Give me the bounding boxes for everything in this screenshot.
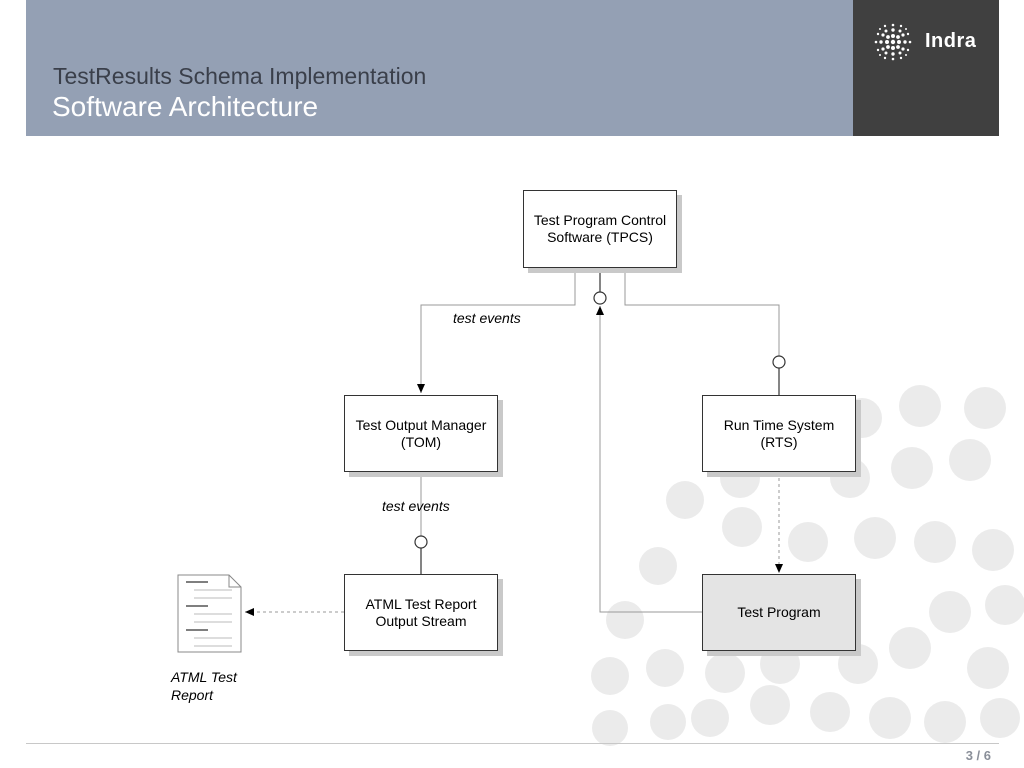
tpcs-interface-icon [593, 291, 607, 305]
connector-tpcs-to-rts [624, 268, 780, 356]
rts-interface-icon [772, 355, 786, 369]
slide-header: TestResults Schema Implementation Softwa… [26, 0, 853, 136]
node-tom: Test Output Manager (TOM) [344, 395, 498, 472]
edge-label-tpcs-tom: test events [453, 310, 521, 326]
logo-text: Indra [925, 30, 977, 52]
footer-divider [26, 743, 999, 744]
page-number: 3 / 6 [965, 748, 991, 763]
node-test-program: Test Program [702, 574, 856, 651]
connector-tpcs-to-tom [417, 268, 576, 393]
slide-title: Software Architecture [52, 91, 319, 122]
node-atml-stream: ATML Test Report Output Stream [344, 574, 498, 651]
connector-program-to-tpcs [596, 306, 702, 613]
document-label: ATML Test Report [171, 669, 237, 703]
slide-subtitle: TestResults Schema Implementation [53, 63, 427, 89]
logo-panel: Indra [853, 0, 999, 136]
stream-interface-icon [414, 535, 428, 549]
node-tpcs: Test Program Control Software (TPCS) [523, 190, 677, 268]
edge-label-tom-stream: test events [382, 498, 450, 514]
node-rts: Run Time System (RTS) [702, 395, 856, 472]
indra-logo-icon [874, 23, 912, 61]
document-icon [177, 574, 242, 653]
